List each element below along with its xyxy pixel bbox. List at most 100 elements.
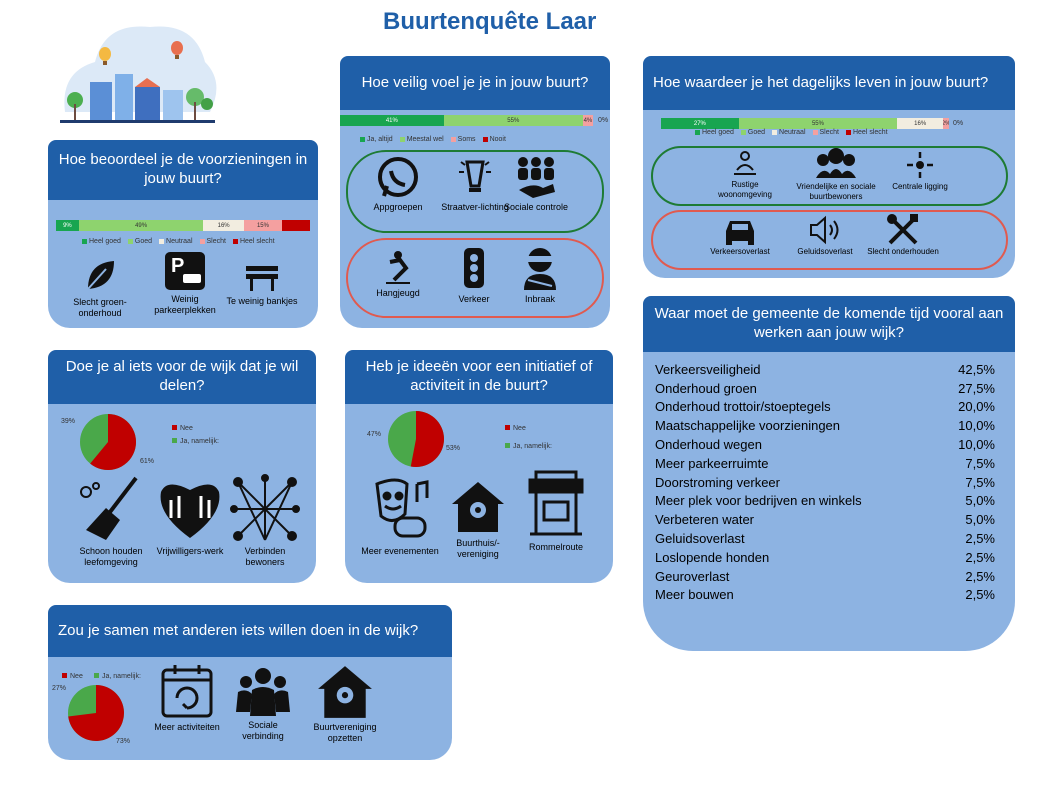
gemeente-title: Waar moet de gemeente de komende tijd vo… (643, 296, 1015, 352)
veilig-title: Hoe veilig voel je je in jouw buurt? (340, 56, 610, 110)
list-item-value: 27,5% (958, 380, 995, 396)
bar-segment-slecht: 2% (943, 118, 949, 129)
calendar-icon: Meer activiteiten (152, 662, 222, 733)
masks-icon: Meer evenementen (360, 474, 440, 557)
center-icon: Centrale ligging (885, 150, 955, 192)
list-item-value: 2,5% (965, 531, 995, 547)
city-illustration (60, 26, 217, 123)
samen-pie (68, 685, 124, 741)
wijk-legend-ja: Ja, namelijk: (172, 438, 219, 445)
list-item-label: Doorstroming verkeer (655, 474, 780, 490)
list-item-value: 20,0% (958, 399, 995, 415)
veilig-legend: Ja, altijd Meestal wel Soms Nooit (360, 136, 506, 143)
bar-segment-heel-goed: 9% (56, 220, 79, 231)
list-item-value: 2,5% (965, 587, 995, 603)
list-item-value: 2,5% (965, 549, 995, 565)
ideeen-ja-label: 47% (367, 431, 382, 438)
bar-segment-soms: 4% (582, 115, 593, 126)
samen-ja-label: 27% (52, 685, 67, 692)
list-item: Loslopende honden 2,5% (655, 548, 995, 567)
list-item-label: Verkeersveiligheid (655, 361, 761, 377)
list-item: Verbeteren water 5,0% (655, 510, 995, 529)
list-item-value: 10,0% (958, 437, 995, 453)
skater-icon: Hangjeugd (366, 250, 430, 299)
leaf-icon: Slecht groen-onderhoud (60, 255, 140, 319)
list-item-value: 5,0% (965, 493, 995, 509)
bar-segment-meestal: 55% (443, 115, 583, 126)
list-item: Geluidsoverlast 2,5% (655, 529, 995, 548)
pie-slice-nee (90, 414, 136, 470)
list-item-value: 10,0% (958, 418, 995, 434)
bar-segment-slecht: 15% (243, 220, 283, 231)
ideeen-legend-nee: Nee (505, 425, 526, 432)
list-item-value: 2,5% (965, 568, 995, 584)
community-icon: Sociale verbinding (228, 666, 298, 742)
list-item: Meer plek voor bedrijven en winkels 5,0% (655, 492, 995, 511)
whatsapp-icon: Appgroepen (363, 156, 433, 213)
samen-title: Zou je samen met anderen iets willen doe… (48, 605, 452, 657)
dagelijks-legend: Heel goed Goed Neutraal Slecht Heel slec… (695, 129, 888, 136)
burglar-icon: Inbraak (508, 244, 572, 305)
list-item: Onderhoud wegen 10,0% (655, 435, 995, 454)
veilig-negative-group (346, 238, 604, 318)
hands-heart-icon: Vrijwilligers-werk (150, 474, 230, 557)
car-icon: Verkeersoverlast (700, 215, 780, 257)
list-item: Geuroverlast 2,5% (655, 567, 995, 586)
list-item-label: Onderhoud wegen (655, 437, 762, 453)
voorzieningen-legend: Heel goed Goed Neutraal Slecht Heel slec… (82, 238, 275, 245)
group-icon: Vriendelijke en sociale buurtbewoners (786, 146, 886, 201)
bench-icon: Te weinig bankjes (222, 258, 302, 307)
list-item: Doorstroming verkeer 7,5% (655, 473, 995, 492)
ideeen-title: Heb je ideeën voor een initiatief of act… (345, 350, 613, 404)
list-item-value: 7,5% (965, 455, 995, 471)
list-item-value: 5,0% (965, 512, 995, 528)
list-item-label: Verbeteren water (655, 512, 755, 528)
ideeen-legend-ja: Ja, namelijk: (505, 443, 552, 450)
veilig-bar: 41% 55% 4% (340, 115, 593, 126)
voorzieningen-title: Hoe beoordeel je de voorzieningen in jou… (48, 140, 318, 200)
ideeen-pie (388, 411, 444, 467)
tools-icon: Slecht onderhouden (865, 213, 941, 257)
dagelijks-title: Hoe waardeer je het dagelijks leven in j… (643, 56, 1015, 110)
speaker-icon: Geluidsoverlast (790, 215, 860, 257)
list-item-value: 7,5% (965, 474, 995, 490)
ideeen-nee-label: 53% (446, 445, 461, 452)
pie-slice-nee (410, 411, 444, 467)
page-title: Buurtenquête Laar (383, 8, 597, 35)
list-item-label: Maatschappelijke voorzieningen (655, 418, 841, 434)
wijk-pie (80, 414, 136, 470)
list-item-value: 42,5% (958, 361, 995, 377)
parking-icon: P Weinig parkeerplekken (145, 250, 225, 316)
bar-segment-goed: 55% (738, 118, 898, 129)
list-item-label: Onderhoud groen (655, 380, 757, 396)
bar-segment-heel-goed: 27% (661, 118, 739, 129)
list-item-label: Meer bouwen (655, 587, 734, 603)
samen-legend-nee: Nee (62, 673, 83, 680)
samen-legend-ja: Ja, namelijk: (94, 673, 141, 680)
bar-segment-neutraal: 16% (203, 220, 244, 231)
list-item: Verkeersveiligheid 42,5% (655, 360, 995, 379)
list-item-label: Loslopende honden (655, 549, 770, 565)
traffic-light-icon: Verkeer (442, 246, 506, 305)
list-item-label: Onderhoud trottoir/stoeptegels (655, 399, 831, 415)
list-item: Onderhoud trottoir/stoeptegels 20,0% (655, 398, 995, 417)
list-item-label: Meer plek voor bedrijven en winkels (655, 493, 862, 509)
veilig-positive-group (346, 150, 604, 233)
dagelijks-negative-group (651, 210, 1008, 270)
voorzieningen-bar: 9% 49% 16% 15% (56, 220, 310, 231)
street-lamp-icon: Straatver-lichting (440, 154, 510, 213)
house-pin-icon-2: Buurtvereniging opzetten (305, 662, 385, 744)
wijk-title: Doe je al iets voor de wijk dat je wil d… (48, 350, 316, 404)
pie-slice-nee (68, 685, 124, 741)
gemeente-panel (643, 296, 1015, 651)
wijk-nee-label: 61% (140, 458, 155, 465)
list-item-label: Geluidsoverlast (655, 531, 745, 547)
list-item: Onderhoud groen 27,5% (655, 379, 995, 398)
broom-icon: Schoon houden leefomgeving (66, 474, 156, 568)
dagelijks-zero-label: 0% (953, 120, 964, 127)
market-stall-icon: Rommelroute (516, 468, 596, 553)
wijk-legend-nee: Nee (172, 425, 193, 432)
bar-segment-heel-slecht (282, 220, 310, 231)
list-item-label: Geuroverlast (655, 568, 730, 584)
